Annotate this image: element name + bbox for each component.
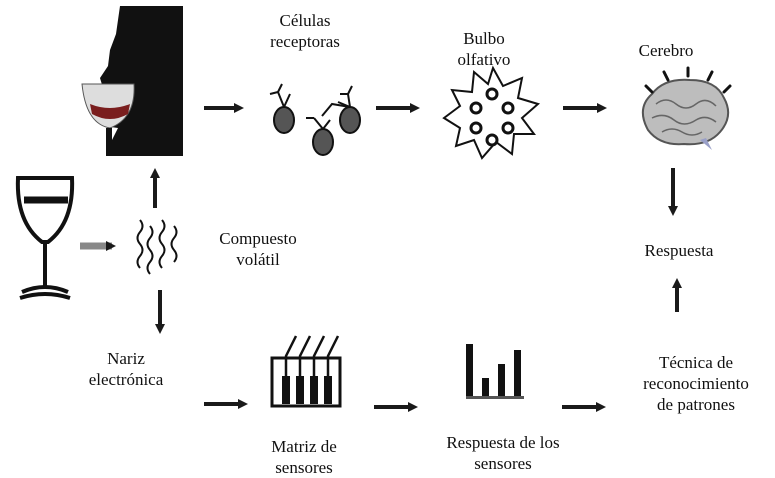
wine-glass-icon: [15, 176, 75, 300]
sensor-matrix-icon: [270, 335, 342, 408]
olfactory-bulb-label: Bulbo olfativo: [457, 29, 511, 69]
sensor-matrix-label: Matriz de sensores: [271, 437, 337, 477]
sensor-response-label: Respuesta de los sensores: [446, 433, 560, 473]
receptor-cells-label: Células receptoras: [270, 11, 340, 51]
volatile-vapor-icon: [136, 219, 178, 275]
olfactory-bulb-icon: [442, 65, 541, 160]
sensor-response-bars-icon: [466, 344, 524, 399]
volatile-compound-label: Compuesto volátil: [219, 229, 297, 269]
brain-label: Cerebro: [638, 41, 694, 60]
response-label: Respuesta: [644, 241, 714, 260]
brain-icon: [641, 66, 732, 150]
pattern-recognition-label: Técnica de reconocimiento de patrones: [643, 353, 749, 414]
person-smelling-wine-icon: [80, 6, 183, 156]
electronic-nose-label: Nariz electrónica: [88, 349, 164, 389]
receptor-cells-icon: [269, 83, 361, 156]
